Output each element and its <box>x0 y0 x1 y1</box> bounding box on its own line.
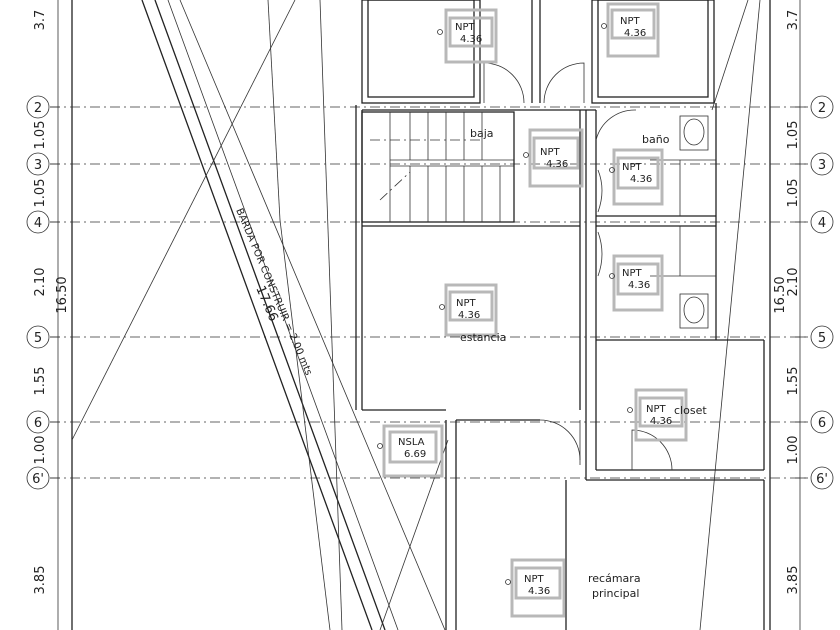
level-tag-3-value: 4.36 <box>546 159 568 170</box>
room-label-baja: baja <box>470 127 494 140</box>
level-tag-9: NPT 4.36 <box>510 558 566 618</box>
level-tag-9-value: 4.36 <box>528 586 550 597</box>
level-tag-1: NPT 4.36 <box>444 8 498 64</box>
level-tag-8-value: 6.69 <box>404 449 426 460</box>
level-tag-6: NPT 4.36 <box>444 283 498 337</box>
axis-left-6p: 6' <box>32 472 44 487</box>
level-tag-4-value: 4.36 <box>630 174 652 185</box>
level-tag-8: NSLA 6.69 <box>382 424 444 478</box>
level-tag-2-value: 4.36 <box>624 28 646 39</box>
level-tag-8-code: NSLA <box>398 437 425 448</box>
dim-left-6: 3.85 <box>33 566 48 595</box>
level-tag-2: NPT 4.36 <box>606 2 660 58</box>
level-tag-2-code: NPT <box>620 16 641 27</box>
dim-right-4: 1.55 <box>786 367 801 396</box>
right-dimension-line <box>795 0 808 630</box>
level-tag-7-code: NPT <box>646 404 667 415</box>
barda-label: BARDA POR CONSTRUIR = 2.00 mts <box>233 207 314 377</box>
level-tag-6-value: 4.36 <box>458 310 480 321</box>
level-tag-3: NPT 4.36 <box>528 128 584 188</box>
dim-left-2: 1.05 <box>33 179 48 208</box>
diagonal-boundary <box>71 0 761 630</box>
axis-right-6p: 6' <box>816 472 828 487</box>
level-tag-5-value: 4.36 <box>628 280 650 291</box>
axis-left-4: 4 <box>34 216 42 231</box>
dim-left-total: 16.50 <box>55 276 70 313</box>
axis-right-6: 6 <box>818 416 826 431</box>
left-dimension-line <box>50 0 60 630</box>
level-tag-3-code: NPT <box>540 147 561 158</box>
dim-left-0: 3.7 <box>33 10 48 31</box>
axis-left-6: 6 <box>34 416 42 431</box>
axis-bubbles-right <box>810 95 834 490</box>
dim-right-5: 1.00 <box>786 436 801 465</box>
level-tag-5-code: NPT <box>622 268 643 279</box>
dim-right-total: 16.50 <box>773 276 788 313</box>
axis-right-5: 5 <box>818 331 826 346</box>
level-tag-7-value: 4.36 <box>650 416 672 427</box>
room-label-principal: principal <box>592 587 639 600</box>
axis-left-2: 2 <box>34 101 42 116</box>
axis-lines <box>50 106 810 479</box>
axis-bubbles-left <box>26 95 50 490</box>
axis-left-5: 5 <box>34 331 42 346</box>
room-label-recamara: recámara <box>588 572 641 585</box>
stair-treads <box>370 112 514 222</box>
axis-left-3: 3 <box>34 158 42 173</box>
axis-right-3: 3 <box>818 158 826 173</box>
level-tag-5: NPT 4.36 <box>612 254 664 312</box>
dim-right-3: 2.10 <box>786 268 801 297</box>
room-label-estancia: estancia <box>460 331 506 344</box>
room-label-bano: baño <box>642 133 670 146</box>
level-tag-7: NPT 4.36 <box>634 388 688 442</box>
dim-left-4: 1.55 <box>33 367 48 396</box>
level-tag-4: NPT 4.36 <box>612 148 664 206</box>
axis-right-4: 4 <box>818 216 826 231</box>
level-tag-1-code: NPT <box>455 22 476 33</box>
dim-left-1: 1.05 <box>33 121 48 150</box>
level-tag-9-code: NPT <box>524 574 545 585</box>
dim-left-5: 1.00 <box>33 436 48 465</box>
dim-right-1: 1.05 <box>786 121 801 150</box>
axis-right-2: 2 <box>818 101 826 116</box>
level-markers <box>377 23 633 585</box>
dim-right-2: 1.05 <box>786 179 801 208</box>
dim-right-6: 3.85 <box>786 566 801 595</box>
level-tag-1-value: 4.36 <box>460 34 482 45</box>
level-tag-4-code: NPT <box>622 162 643 173</box>
level-tag-6-code: NPT <box>456 298 477 309</box>
dim-right-0: 3.7 <box>786 10 801 31</box>
room-label-closet: closet <box>674 404 707 417</box>
interior-walls <box>355 0 765 630</box>
dim-left-3: 2.10 <box>33 268 48 297</box>
